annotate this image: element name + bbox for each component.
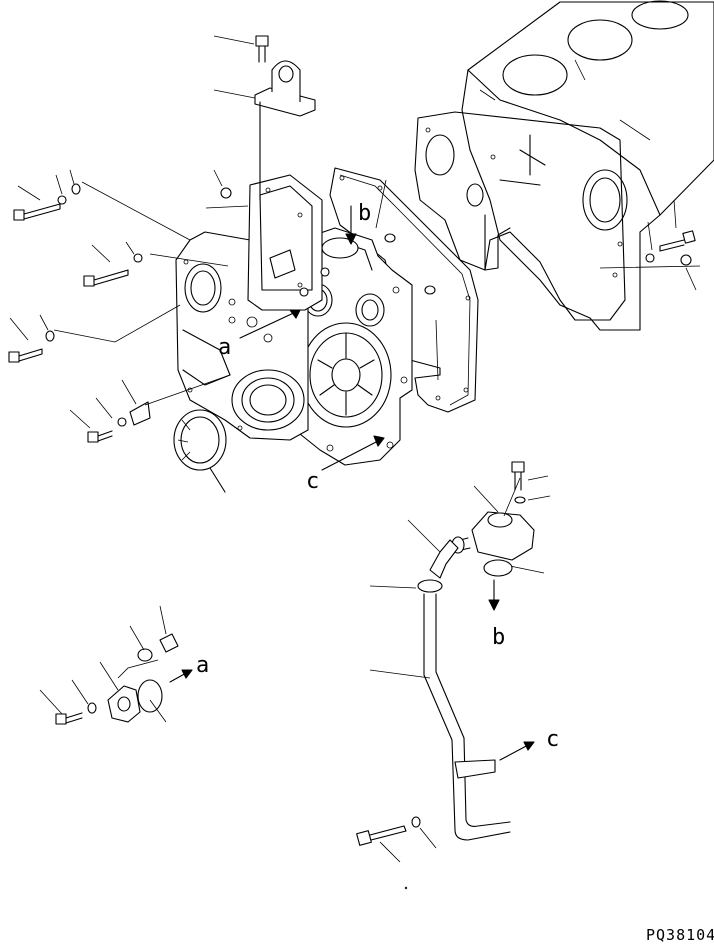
label-c-pipe: c (546, 727, 559, 752)
thermostat-housing (451, 461, 551, 577)
pipe-bolt (356, 816, 437, 863)
label-c-front: c (306, 469, 319, 494)
lifting-eye (254, 60, 316, 201)
top-bolt (213, 35, 269, 99)
reference-arrows (169, 205, 535, 761)
plugs-center (205, 169, 439, 381)
small-cover-assembly (39, 605, 179, 725)
hose-clamp (369, 579, 443, 593)
label-b-front: b (358, 201, 371, 226)
oil-seal (173, 409, 227, 493)
rear-gasket-plate (414, 111, 626, 321)
reference-dot (404, 886, 408, 890)
cylinder-block (461, 0, 714, 331)
housing-tower (247, 174, 323, 311)
label-b-thermostat: b (492, 625, 505, 650)
bolts-left (8, 169, 231, 443)
label-a-front: a (218, 335, 231, 360)
water-pipe (369, 593, 511, 841)
drawing-code: PQ38104 (646, 926, 714, 944)
bolts-right (599, 199, 701, 291)
label-a-cover: a (196, 653, 209, 678)
bypass-hose (407, 519, 459, 579)
